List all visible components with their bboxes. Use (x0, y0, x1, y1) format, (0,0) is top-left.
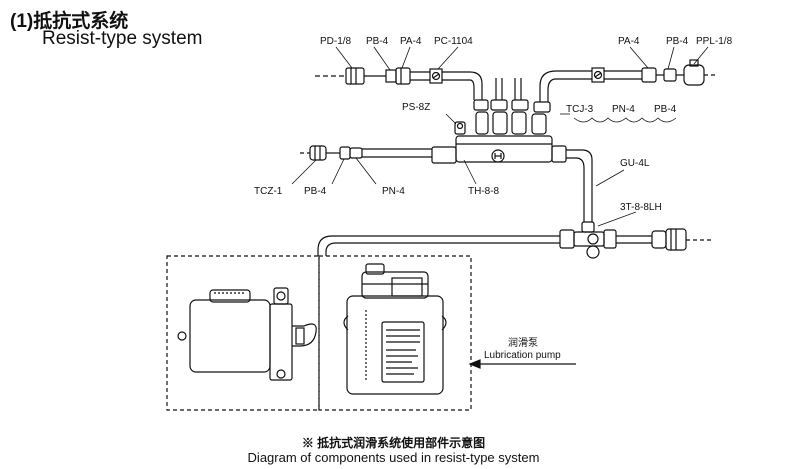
pump-side-view (177, 287, 317, 381)
label-pn4-bottom: PN-4 (382, 186, 405, 197)
label-pa4-left-top: PA-4 (400, 36, 422, 47)
pa4-fitting-right (641, 67, 657, 83)
caption-english: Diagram of components used in resist-typ… (247, 450, 540, 465)
distributor-th88 (431, 135, 567, 164)
pa4-fitting-left (395, 67, 411, 85)
label-pb4-bottom: PB-4 (304, 186, 327, 197)
distributor-outlets (454, 78, 551, 135)
label-pb4-left-top: PB-4 (366, 36, 389, 47)
label-gu4l: GU-4L (620, 158, 650, 169)
title-english: Resist-type system (42, 28, 203, 49)
tcz1-fitting (309, 145, 327, 161)
top-right-pipe-assembly (539, 59, 716, 102)
label-tcj3: TCJ-3 (566, 104, 594, 115)
label-3t88lh: 3T-8-8LH (620, 202, 662, 213)
label-pa4-right-top: PA-4 (618, 36, 640, 47)
left-branch-assembly (300, 145, 432, 161)
pb4-fitting-left (385, 69, 397, 83)
gu4l-pipe (566, 149, 595, 233)
pd-fitting (345, 67, 365, 85)
label-pd: PD-1/8 (320, 36, 352, 47)
caption-chinese: ※ 抵抗式润滑系统使用部件示意图 (301, 436, 486, 450)
pump-frames (166, 255, 472, 411)
top-left-pipe-assembly (315, 67, 483, 100)
title-chinese: (1)抵抗式系统 (10, 11, 129, 32)
label-pb4-right-top: PB-4 (666, 36, 689, 47)
leader-lines (291, 46, 709, 227)
pb4-fitting-bottom (339, 146, 351, 160)
pump-front-view (343, 263, 447, 395)
label-pc1104: PC-1104 (434, 36, 473, 47)
label-pb4-right: PB-4 (654, 104, 677, 115)
pb4-fitting-right (663, 68, 677, 82)
label-pn4-right: PN-4 (612, 104, 635, 115)
ppl-fitting (683, 64, 705, 86)
label-tcz1: TCZ-1 (254, 186, 283, 197)
label-th88: TH-8-8 (468, 186, 500, 197)
pump-label-english: Lubrication pump (484, 350, 561, 361)
label-ps8z: PS-8Z (402, 102, 430, 113)
main-line-3t88lh (317, 228, 712, 259)
pump-label-chinese: 润滑泵 (508, 336, 538, 349)
pump-pointer (468, 359, 576, 369)
label-ppl: PPL-1/8 (696, 36, 733, 47)
